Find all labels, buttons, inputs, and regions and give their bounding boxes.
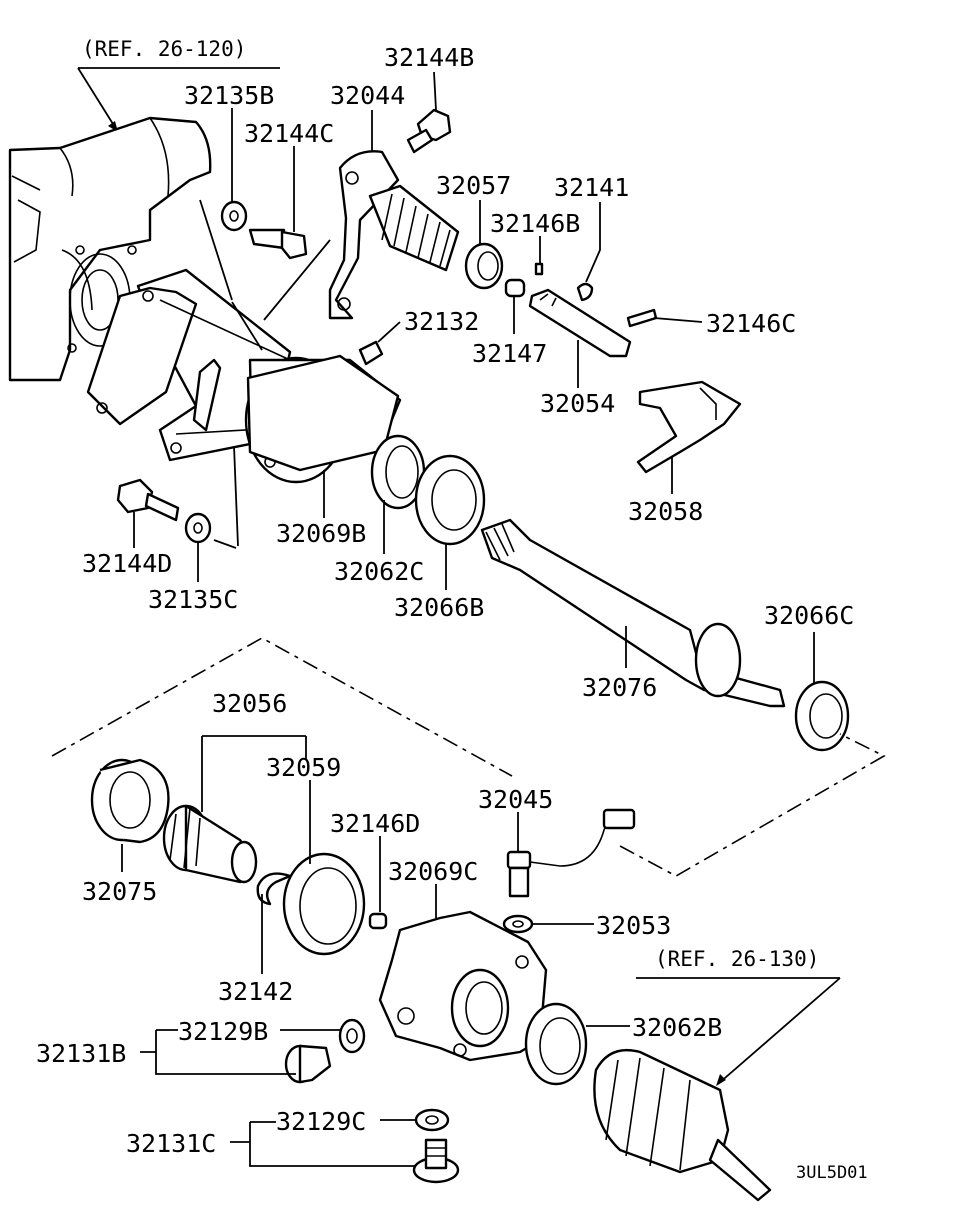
label-32131c: 32131C (126, 1129, 216, 1158)
ref-26-120: (REF. 26-120) (82, 37, 246, 61)
output-shaft-32076 (480, 518, 786, 708)
label-32075: 32075 (82, 877, 157, 906)
label-32069b: 32069B (276, 519, 366, 548)
label-32146d: 32146D (330, 809, 420, 838)
leader-32131c (230, 1119, 416, 1167)
snap-ring-32142 (256, 872, 292, 906)
leader-32131b (140, 1029, 340, 1075)
label-32135c: 32135C (148, 585, 238, 614)
label-32146c: 32146C (706, 309, 796, 338)
assembly-guides-upper (199, 199, 331, 549)
ref-26-130: (REF. 26-130) (655, 947, 819, 971)
label-32069c: 32069C (388, 857, 478, 886)
pin-32146b (534, 262, 544, 276)
label-32057: 32057 (436, 171, 511, 200)
label-32142: 32142 (218, 977, 293, 1006)
label-32059: 32059 (266, 753, 341, 782)
label-32132: 32132 (404, 307, 479, 336)
label-32144b: 32144B (384, 43, 474, 72)
shift-fork-32058 (636, 380, 742, 474)
bushing-32147 (504, 278, 526, 298)
label-32066b: 32066B (394, 593, 484, 622)
label-32062b: 32062B (632, 1013, 722, 1042)
leader-32141 (585, 202, 601, 283)
label-32141: 32141 (554, 173, 629, 202)
label-32053: 32053 (596, 911, 671, 940)
plug-32132 (358, 340, 384, 366)
label-32129c: 32129C (276, 1107, 366, 1136)
gear-32056 (162, 804, 258, 884)
transfer-case-housing (8, 116, 212, 382)
leader-32144b (433, 71, 437, 111)
sensor-32045 (506, 808, 636, 898)
group-dash-line (51, 637, 886, 877)
ref-26-130-arrow (716, 1074, 726, 1086)
plug-32131c (412, 1138, 460, 1184)
washer-32135b (220, 200, 248, 232)
label-32144c: 32144C (244, 119, 334, 148)
dowel-32146d (368, 912, 388, 930)
washer-32135c (184, 512, 212, 544)
label-32146b: 32146B (490, 209, 580, 238)
plug-32131b (284, 1044, 332, 1084)
leader-32056 (201, 735, 307, 812)
label-32129b: 32129B (178, 1017, 268, 1046)
ring-32141 (576, 282, 594, 302)
bellows-boot (368, 184, 460, 272)
leader-32132 (377, 321, 401, 343)
label-32135b: 32135B (184, 81, 274, 110)
bearing-32066b (414, 454, 486, 546)
label-32076: 32076 (582, 673, 657, 702)
part-labels: 32144B 32135B 32044 32144C 32057 32141 3… (36, 43, 854, 1158)
label-32045: 32045 (478, 785, 553, 814)
pin-32146c (626, 308, 658, 328)
drive-shaft-boot (593, 1048, 772, 1202)
bolt-32144d (116, 478, 180, 522)
leader-32146c (653, 317, 703, 323)
label-32044: 32044 (330, 81, 405, 110)
label-32062c: 32062C (334, 557, 424, 586)
label-32131b: 32131B (36, 1039, 126, 1068)
ref-26-120-leader (77, 67, 280, 133)
bearing-32057 (464, 242, 504, 290)
bolt-32144c (248, 228, 308, 260)
label-32147: 32147 (472, 339, 547, 368)
label-32054: 32054 (540, 389, 615, 418)
label-32144d: 32144D (82, 549, 172, 578)
washer-32053 (502, 914, 534, 934)
label-32058: 32058 (628, 497, 703, 526)
shift-rod-32054 (528, 288, 632, 358)
label-32066c: 32066C (764, 601, 854, 630)
oil-seal-32059 (282, 852, 366, 956)
bearing-32066c (794, 680, 850, 752)
case-32069c (378, 910, 548, 1062)
diagram-code: 3UL5D01 (796, 1163, 868, 1183)
label-32056: 32056 (212, 689, 287, 718)
washer-32129c (414, 1108, 450, 1132)
bearing-race-32075 (90, 758, 170, 844)
ref-26-130-leader (636, 977, 841, 1085)
bolt-32144b (406, 108, 452, 154)
oil-seal-32062b (524, 1002, 588, 1086)
washer-32129b (338, 1018, 366, 1054)
